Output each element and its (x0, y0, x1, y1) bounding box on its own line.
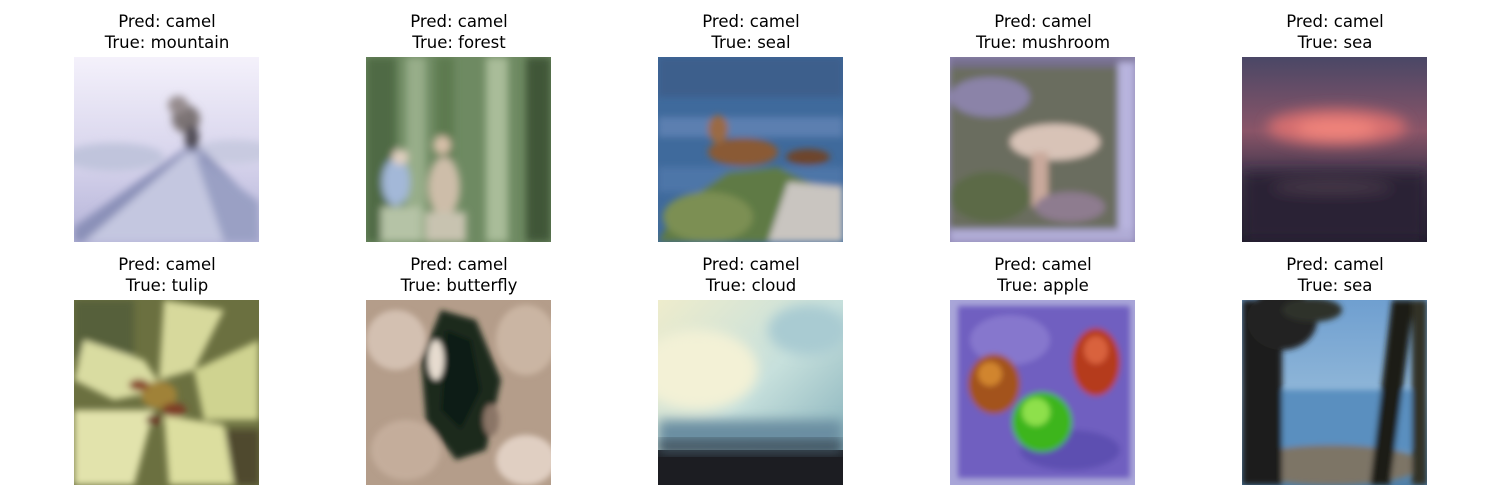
true-label: True: forest (412, 32, 506, 52)
panel-title: Pred: camel True: apple (910, 255, 1176, 296)
sample-image-seal (658, 57, 843, 242)
sample-image-flower (74, 300, 259, 485)
true-label: True: sea (1297, 32, 1373, 52)
pred-label: Pred: camel (1286, 255, 1384, 274)
panel-title: Pred: camel True: sea (1202, 12, 1468, 53)
panel-title: Pred: camel True: tulip (34, 255, 300, 296)
sample-image-apples (950, 300, 1135, 485)
true-label: True: tulip (125, 275, 209, 295)
sample-image-sea-sunset (1242, 57, 1427, 242)
true-label: True: sea (1297, 275, 1373, 295)
pred-label: Pred: camel (118, 255, 216, 274)
pred-label: Pred: camel (410, 12, 508, 31)
sample-image-mushroom (950, 57, 1135, 242)
true-label: True: cloud (705, 275, 797, 295)
true-label: True: seal (711, 32, 791, 52)
sample-image-sea-trees (1242, 300, 1427, 485)
true-label: True: butterfly (400, 275, 518, 295)
panel-title: Pred: camel True: butterfly (326, 255, 592, 296)
pred-label: Pred: camel (994, 255, 1092, 274)
sample-image-mountain (74, 57, 259, 242)
pred-label: Pred: camel (410, 255, 508, 274)
panel-title: Pred: camel True: forest (326, 12, 592, 53)
sample-image-butterfly (366, 300, 551, 485)
true-label: True: apple (997, 275, 1089, 295)
panel-title: Pred: camel True: seal (618, 12, 884, 53)
true-label: True: mushroom (975, 32, 1111, 52)
panel-title: Pred: camel True: mushroom (910, 12, 1176, 53)
pred-label: Pred: camel (702, 12, 800, 31)
sample-image-forest (366, 57, 551, 242)
pred-label: Pred: camel (1286, 12, 1384, 31)
true-label: True: mountain (104, 32, 230, 52)
panel-title: Pred: camel True: mountain (34, 12, 300, 53)
panel-title: Pred: camel True: cloud (618, 255, 884, 296)
pred-label: Pred: camel (702, 255, 800, 274)
pred-label: Pred: camel (118, 12, 216, 31)
panel-title: Pred: camel True: sea (1202, 255, 1468, 296)
pred-label: Pred: camel (994, 12, 1092, 31)
sample-image-cloud (658, 300, 843, 485)
